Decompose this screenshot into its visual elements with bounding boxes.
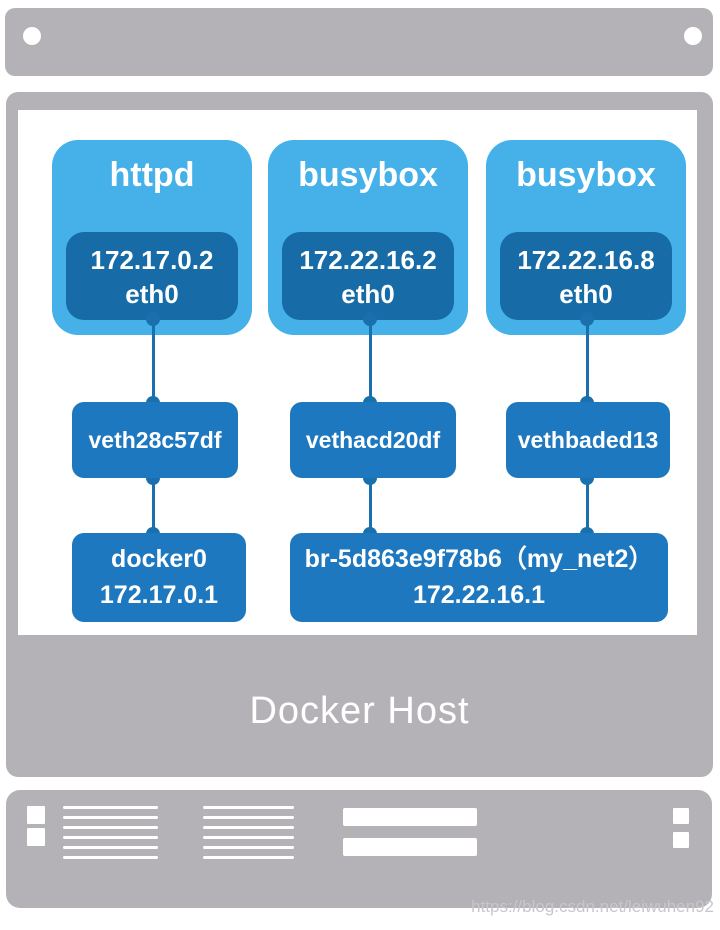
- endpoint-ip: 172.17.0.2: [90, 245, 214, 275]
- connector-line: [152, 319, 155, 403]
- endpoint-ip: 172.22.16.2: [299, 245, 437, 275]
- container-name: httpd: [109, 156, 195, 194]
- mount-hole-left-icon: [23, 27, 41, 45]
- junction-dot: [580, 312, 594, 326]
- container-name: busybox: [516, 156, 656, 194]
- veth-label: veth28c57df: [88, 426, 222, 453]
- container-name: busybox: [298, 156, 438, 194]
- bridge-node-my-net2: br-5d863e9f78b6（my_net2） 172.22.16.1: [290, 533, 668, 622]
- drive-bay-slot: [343, 838, 477, 856]
- container-endpoint: 172.22.16.2 eth0: [282, 232, 454, 320]
- server-front-panel: [6, 790, 712, 908]
- endpoint-ip: 172.22.16.8: [517, 245, 655, 275]
- watermark: https://blog.csdn.net/leiwuhen92: [471, 897, 714, 916]
- docker-host-label: Docker Host: [249, 690, 470, 732]
- veth-node-3: vethbaded13: [506, 402, 670, 478]
- bridge-ip: 172.17.0.1: [99, 581, 219, 609]
- bridge-ip: 172.22.16.1: [412, 581, 546, 609]
- vent-grill-icon: [63, 806, 158, 859]
- connector-line: [152, 478, 155, 533]
- container-endpoint: 172.22.16.8 eth0: [500, 232, 672, 320]
- veth-label: vethacd20df: [305, 426, 441, 453]
- bridge-name: docker0: [111, 545, 207, 573]
- veth-label: vethbaded13: [517, 426, 659, 453]
- junction-dot: [363, 312, 377, 326]
- server-top-bezel: [5, 8, 713, 76]
- endpoint-iface: eth0: [341, 279, 395, 309]
- connector-line: [586, 319, 589, 403]
- drive-bay-slot: [343, 808, 477, 826]
- panel-led-square: [27, 828, 45, 846]
- panel-led-square: [673, 832, 689, 848]
- junction-dot: [146, 312, 160, 326]
- veth-node-2: vethacd20df: [290, 402, 456, 478]
- mount-hole-right-icon: [684, 27, 702, 45]
- container-endpoint: 172.17.0.2 eth0: [66, 232, 238, 320]
- endpoint-iface: eth0: [125, 279, 179, 309]
- bridge-name: br-5d863e9f78b6（my_net2）: [304, 545, 654, 573]
- bridge-node-docker0: docker0 172.17.0.1: [72, 533, 246, 622]
- container-node-httpd: httpd 172.17.0.2 eth0: [52, 140, 252, 335]
- veth-node-1: veth28c57df: [72, 402, 238, 478]
- container-node-busybox-1: busybox 172.22.16.2 eth0: [268, 140, 468, 335]
- connector-line: [586, 478, 589, 533]
- endpoint-iface: eth0: [559, 279, 613, 309]
- panel-led-square: [27, 806, 45, 824]
- vent-grill-icon: [203, 806, 294, 859]
- connector-line: [369, 478, 372, 533]
- container-node-busybox-2: busybox 172.22.16.8 eth0: [486, 140, 686, 335]
- connector-line: [369, 319, 372, 403]
- panel-led-square: [673, 808, 689, 824]
